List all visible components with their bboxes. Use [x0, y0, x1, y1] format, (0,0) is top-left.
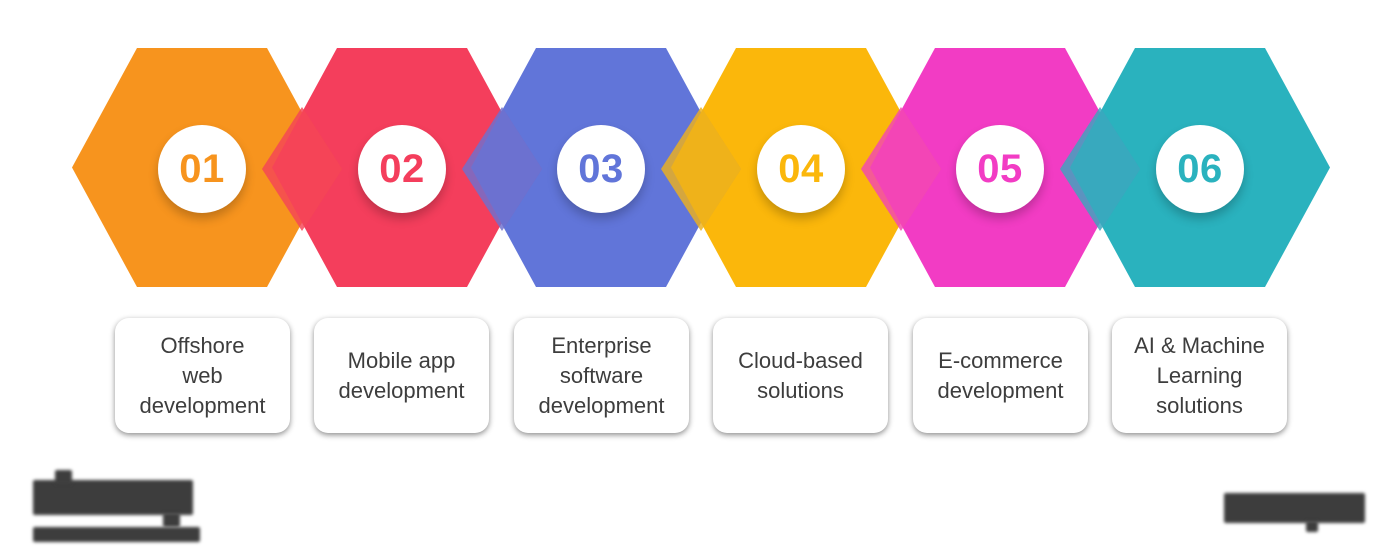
- step-card-3-line: development: [538, 392, 665, 418]
- step-card-4-line: solutions: [757, 377, 844, 403]
- step-card-5: E-commerce development: [913, 318, 1088, 433]
- step-card-3: Enterprise software development: [514, 318, 689, 433]
- redacted-brand-logo: [163, 513, 180, 527]
- step-card-1-line: web: [182, 362, 223, 388]
- step-number-6: 06: [1177, 147, 1223, 191]
- step-number-2: 02: [379, 147, 425, 191]
- step-card-2-line: development: [338, 377, 465, 403]
- step-card-4: Cloud-based solutions: [713, 318, 888, 433]
- step-circle-5: 05: [956, 125, 1044, 213]
- step-card-1: Offshore web development: [115, 318, 290, 433]
- step-circle-6: 06: [1156, 125, 1244, 213]
- step-number-5: 05: [977, 147, 1023, 191]
- step-card-5-line: development: [937, 377, 1064, 403]
- step-number-3: 03: [578, 147, 624, 191]
- step-card-6: AI & Machine Learning solutions: [1112, 318, 1287, 433]
- redacted-watermark: [1224, 493, 1365, 523]
- step-number-4: 04: [778, 147, 824, 191]
- redacted-brand-logo: [33, 480, 193, 515]
- step-number-1: 01: [179, 147, 225, 191]
- step-card-6-line: Learning: [1156, 362, 1243, 388]
- step-circle-2: 02: [358, 125, 446, 213]
- step-card-6-line: AI & Machine: [1134, 332, 1265, 358]
- step-circle-3: 03: [557, 125, 645, 213]
- step-card-3-line: software: [559, 362, 644, 388]
- redacted-watermark: [1306, 521, 1318, 532]
- redacted-brand-logo: [55, 470, 72, 484]
- step-card-5-line: E-commerce: [938, 347, 1063, 373]
- step-card-1-line: development: [139, 392, 266, 418]
- step-card-1-line: Offshore: [160, 332, 245, 358]
- step-circle-4: 04: [757, 125, 845, 213]
- step-card-3-line: Enterprise: [551, 332, 652, 358]
- step-card-2: Mobile app development: [314, 318, 489, 433]
- step-card-2-line: Mobile app: [347, 347, 456, 373]
- step-card-6-line: solutions: [1156, 392, 1243, 418]
- step-circle-1: 01: [158, 125, 246, 213]
- step-card-4-line: Cloud-based: [738, 347, 863, 373]
- redacted-brand-logo-underline: [33, 527, 200, 542]
